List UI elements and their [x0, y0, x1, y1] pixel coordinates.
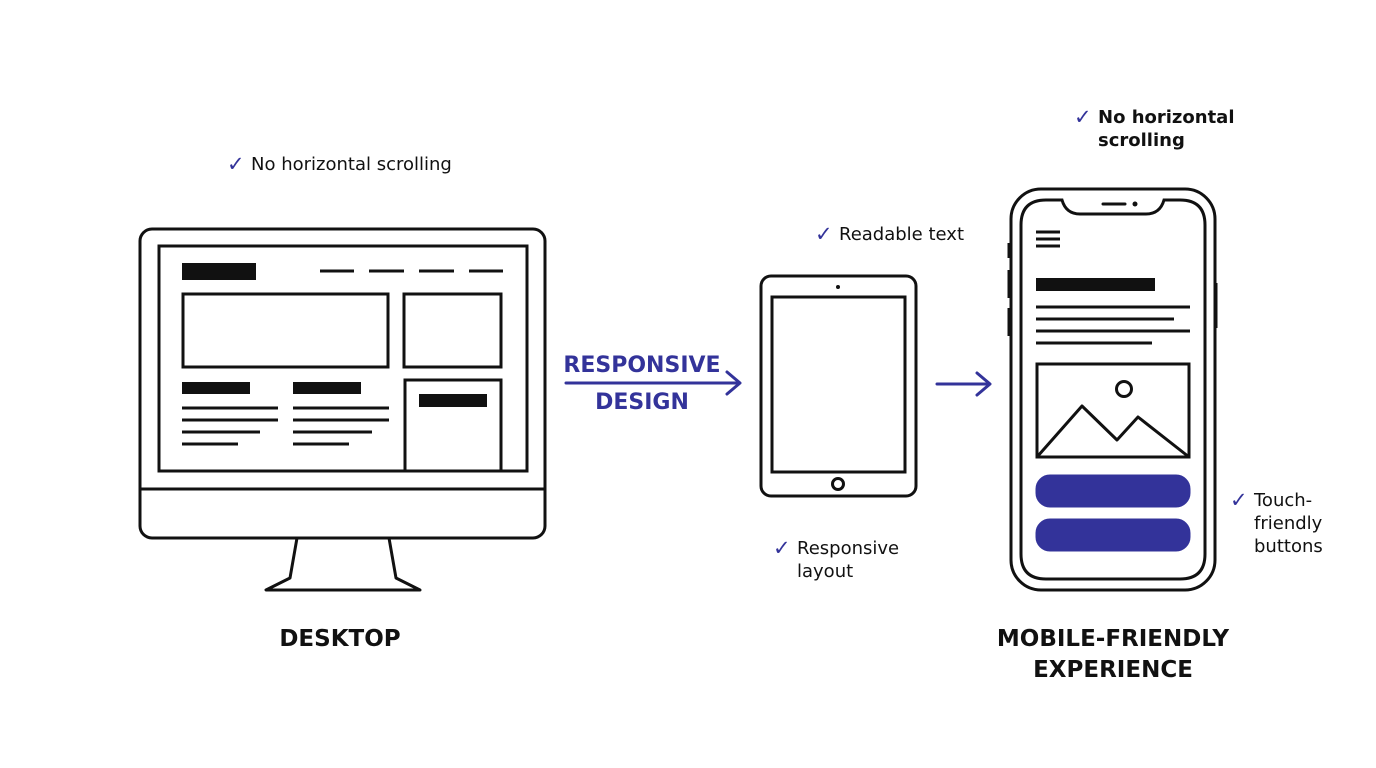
phone-side-buttons — [1007, 243, 1218, 336]
hamburger-menu-icon — [1036, 230, 1060, 248]
check-icon: ✓ — [773, 536, 791, 560]
mobile-side-note-line2: friendly — [1254, 513, 1323, 534]
mobile-side-note: ✓ Touch- friendly buttons — [1230, 489, 1323, 558]
tablet-top-note: ✓ Readable text — [815, 223, 964, 246]
arrow-right-icon — [564, 370, 742, 396]
responsive-design-label-line2: DESIGN — [595, 390, 689, 415]
responsive-design-label-line1: RESPONSIVE — [563, 353, 721, 378]
phone-outer-frame — [1009, 187, 1217, 592]
phone-heading-block — [1036, 278, 1155, 291]
phone-screen-with-notch — [1019, 198, 1207, 581]
monitor-screen — [157, 244, 529, 473]
image-sun — [1115, 380, 1133, 398]
tablet-top-note-text: Readable text — [839, 224, 965, 245]
mobile-top-note-line2: scrolling — [1098, 130, 1185, 151]
desktop-card-heading-block — [419, 394, 487, 407]
mobile-caption-line1: MOBILE-FRIENDLY — [996, 626, 1230, 652]
touch-friendly-button-2 — [1035, 518, 1191, 552]
phone-camera — [1132, 201, 1138, 207]
desktop-monitor-icon — [138, 227, 547, 592]
desktop-card-box — [403, 378, 503, 471]
image-placeholder-frame — [1035, 362, 1191, 459]
desktop-logo-block — [182, 263, 256, 280]
tablet-camera — [836, 285, 840, 289]
monitor-frame — [138, 227, 547, 540]
image-mountains — [1035, 404, 1190, 459]
desktop-caption: DESKTOP — [279, 626, 401, 652]
image-icon — [1035, 362, 1191, 459]
mobile-caption: MOBILE-FRIENDLY EXPERIENCE — [973, 624, 1253, 686]
mobile-phone-icon — [1007, 187, 1218, 592]
check-icon: ✓ — [227, 152, 245, 176]
tablet-bottom-note: ✓ Responsive layout — [773, 537, 899, 583]
mobile-top-note: ✓ No horizontal scrolling — [1074, 106, 1235, 152]
desktop-heading-block-2 — [293, 382, 361, 394]
desktop-text-lines — [182, 406, 389, 446]
tablet-bottom-note-line2: layout — [797, 561, 854, 582]
tablet-bottom-note-line1: Responsive — [797, 538, 900, 559]
tablet-screen — [770, 295, 907, 474]
arrow-right-icon — [935, 371, 992, 397]
desktop-note-text: No horizontal scrolling — [251, 154, 452, 175]
tablet-home-button — [831, 477, 845, 491]
touch-friendly-button-1 — [1035, 474, 1191, 508]
responsive-design-label: RESPONSIVE DESIGN — [552, 347, 732, 421]
desktop-note: ✓ No horizontal scrolling — [227, 153, 452, 176]
mobile-top-note-line1: No horizontal — [1098, 107, 1235, 128]
tablet-icon — [759, 274, 918, 498]
check-icon: ✓ — [1074, 105, 1092, 129]
mobile-side-note-line3: buttons — [1254, 536, 1323, 557]
desktop-side-box — [402, 292, 503, 369]
monitor-stand — [264, 537, 422, 592]
desktop-hero-box — [181, 292, 390, 369]
mobile-caption-line2: EXPERIENCE — [1033, 657, 1193, 683]
tablet-frame — [759, 274, 918, 498]
desktop-heading-block-1 — [182, 382, 250, 394]
mobile-side-note-line1: Touch- — [1254, 490, 1313, 511]
phone-text-lines — [1036, 305, 1190, 345]
check-icon: ✓ — [815, 222, 833, 246]
check-icon: ✓ — [1230, 488, 1248, 512]
